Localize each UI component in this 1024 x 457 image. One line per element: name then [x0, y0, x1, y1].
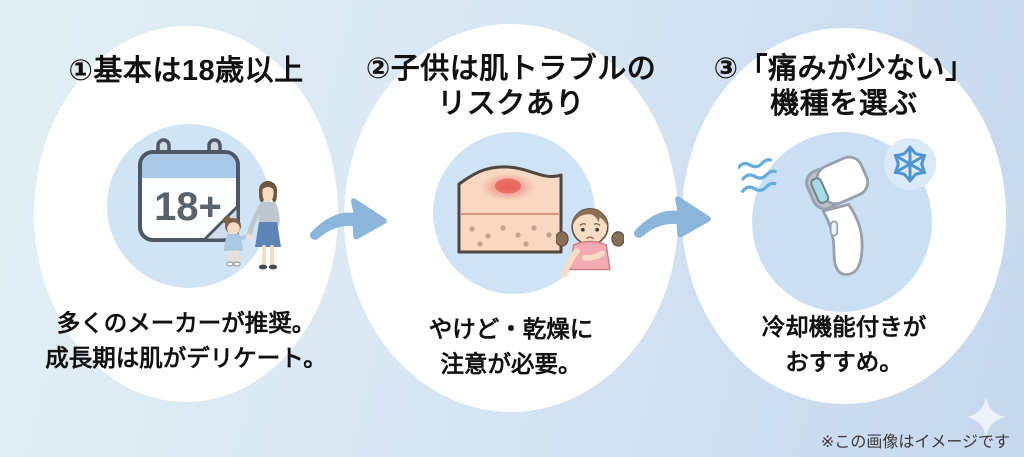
section2-description: やけど・乾燥に 注意が必要。 [344, 312, 678, 381]
snowflake-icon [893, 145, 927, 183]
mother-and-child-illustration [223, 181, 281, 270]
arrow-right-icon [309, 198, 387, 240]
section3-description: 冷却機能付きが おすすめ。 [682, 310, 1006, 379]
section1-heading: ①基本は18歳以上 [34, 54, 338, 89]
girl-scratching-arm-illustration [556, 208, 624, 278]
section3-desc-line2: おすすめ。 [785, 348, 903, 375]
sparkle-icon [966, 397, 1006, 437]
section3-heading: ③「痛みが少ない」 機種を選ぶ [682, 52, 1006, 122]
section2-heading: ②子供は肌トラブルの リスクあり [344, 52, 678, 122]
section1-desc-line2: 成長期は肌がデリケート。 [45, 344, 327, 371]
section1-desc-line1: 多くのメーカーが推奨。 [56, 310, 316, 336]
section1-description: 多くのメーカーが推奨。 成長期は肌がデリケート。 [24, 306, 348, 375]
section3-heading-line1: ③「痛みが少ない」 [713, 53, 975, 85]
section1-heading-line1: ①基本は18歳以上 [68, 55, 304, 87]
section2-heading-line2: リスクあり [437, 87, 585, 120]
section3-heading-line2: 機種を選ぶ [770, 87, 918, 120]
arrow-right-icon [633, 196, 711, 238]
calendar-18plus-icon: 18+ [138, 138, 240, 242]
ipl-device-illustration [805, 155, 870, 276]
image-disclaimer-note: ※この画像はイメージです [820, 434, 1010, 451]
calendar-age-badge: 18+ [154, 185, 222, 229]
inflamed-skin-illustration [457, 165, 563, 254]
section3-desc-line1: 冷却機能付きが [761, 314, 927, 340]
cool-air-lines-icon [738, 158, 777, 193]
section2-desc-line2: 注意が必要。 [440, 350, 582, 377]
section2-desc-line1: やけど・乾燥に [428, 316, 594, 342]
section2-heading-line1: ②子供は肌トラブルの [365, 53, 657, 85]
